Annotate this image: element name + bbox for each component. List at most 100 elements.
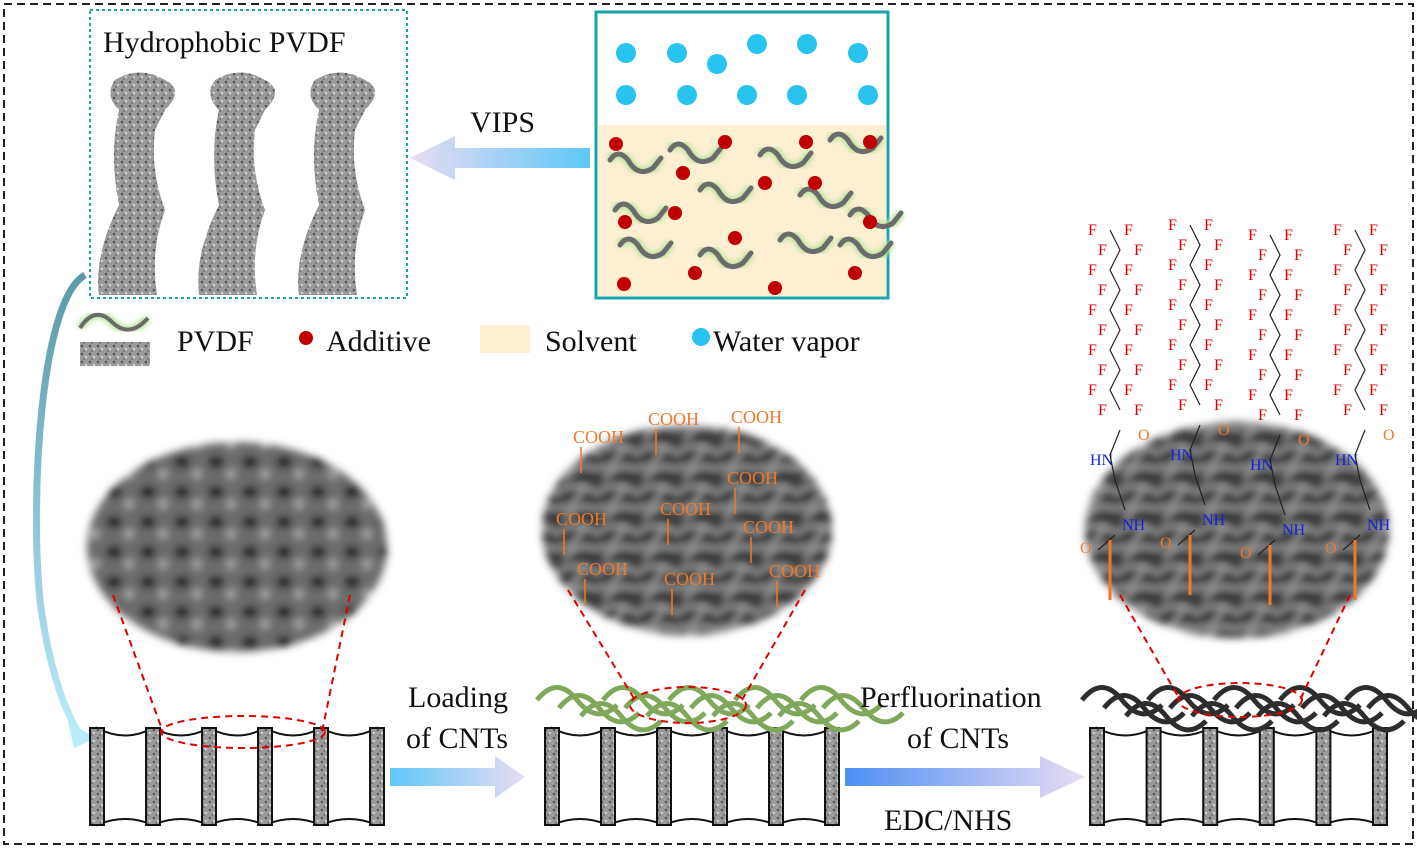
fluorine-label: F [1294, 327, 1303, 344]
membrane-pillar [656, 727, 672, 826]
fluorine-label: F [1369, 222, 1378, 239]
hn-label: HN [1170, 447, 1194, 464]
loading-label-line2: of CNTs [406, 722, 508, 755]
additive-dot [609, 137, 623, 151]
hn-label: HN [1250, 457, 1274, 474]
perfluoro-backbone [1354, 229, 1366, 411]
curved-process-arrow [32, 271, 88, 737]
vips-arrow: VIPS [410, 106, 590, 180]
solvent-swatch [480, 325, 530, 353]
membrane-pillar [1315, 727, 1332, 826]
fluorine-label: F [1333, 382, 1342, 399]
cooh-label: COOH [648, 409, 699, 429]
water-vapor-dot [616, 85, 636, 105]
fluorine-label: F [1258, 407, 1267, 424]
fluorine-label: F [1204, 257, 1213, 274]
pvdf-chain [777, 231, 834, 255]
fluorine-label: F [1098, 402, 1107, 419]
amide-bond [1342, 534, 1361, 551]
nh-label: NH [1367, 517, 1391, 534]
hn-label: HN [1335, 452, 1359, 469]
pvdf-finger-structure [198, 72, 275, 295]
fluorine-label: F [1168, 297, 1177, 314]
membrane-outline [96, 726, 378, 827]
perfluoro-backbone [1269, 234, 1281, 416]
fluorine-label: F [1258, 247, 1267, 264]
fluorine-label: F [1248, 227, 1257, 244]
fluorine-label: F [1134, 282, 1143, 299]
cooh-label: COOH [731, 407, 782, 427]
water-vapor-dot [858, 85, 878, 105]
loading-arrow [390, 756, 525, 798]
fluorine-label: F [1343, 322, 1352, 339]
fluorine-label: F [1204, 337, 1213, 354]
membrane-pillar [1145, 727, 1162, 826]
fluorine-label: F [1168, 257, 1177, 274]
fluorine-label: F [1098, 322, 1107, 339]
cooh-label: COOH [769, 561, 820, 581]
additive-dot [758, 176, 772, 190]
oxygen-label: O [1080, 540, 1092, 557]
pvdf-chain [797, 186, 854, 210]
additive-dot [618, 215, 632, 229]
pvdf-chain [837, 236, 894, 260]
cooh-label: COOH [664, 569, 715, 589]
membrane-pillar [145, 727, 161, 826]
water-vapor-dot-icon [692, 328, 710, 346]
hn-label: HN [1090, 452, 1114, 469]
reagent-label: EDC/NHS [884, 804, 1012, 837]
membrane-pillar [1089, 727, 1105, 826]
fluorine-label: F [1294, 407, 1303, 424]
fluorine-label: F [1134, 362, 1143, 379]
fluorine-label: F [1124, 342, 1133, 359]
fluorine-label: F [1178, 277, 1187, 294]
fluorine-label: F [1248, 307, 1257, 324]
pvdf-chain [667, 141, 724, 165]
amide-bond [1177, 529, 1196, 546]
fluorine-label: F [1284, 227, 1293, 244]
cnt-bundle [1124, 701, 1208, 733]
membrane-pristine [89, 726, 385, 827]
membrane-outline [1096, 726, 1381, 827]
cnt-bundle [711, 701, 795, 733]
cnt-bundle [1256, 701, 1340, 733]
cnt-bundle [1366, 693, 1417, 720]
fluorine-label: F [1168, 217, 1177, 234]
fluorine-label: F [1088, 222, 1097, 239]
fluorine-label: F [1214, 317, 1223, 334]
membrane-pillar [313, 727, 329, 826]
fluorine-label: F [1088, 302, 1097, 319]
zoom-indicators [112, 589, 1351, 749]
curved-arrow-head [68, 722, 96, 748]
oxygen-label: O [1160, 535, 1172, 552]
cooh-label: COOH [743, 517, 794, 537]
hydrophobic-pvdf-panel: Hydrophobic PVDF [89, 9, 408, 299]
water-vapor-dot [787, 85, 807, 105]
fluorine-label: F [1124, 262, 1133, 279]
fluorine-label: F [1134, 402, 1143, 419]
pvdf-chain [612, 201, 669, 225]
perfluorination-label-line1: Perfluorination [860, 681, 1042, 714]
water-vapor-dot [667, 43, 687, 63]
sem-pristine-membrane [87, 442, 387, 652]
fluorine-label: F [1214, 237, 1223, 254]
cooh-label: COOH [577, 559, 628, 579]
fluorine-label: F [1088, 262, 1097, 279]
additive-dot [676, 166, 690, 180]
fluorine-label: F [1134, 242, 1143, 259]
fluorine-label: F [1134, 322, 1143, 339]
water-vapor-dot [677, 85, 697, 105]
fluorine-label: F [1098, 282, 1107, 299]
oxygen-label: O [1298, 432, 1310, 449]
pvdf-chain [697, 181, 754, 205]
fluorine-label: F [1294, 247, 1303, 264]
fluorine-label: F [1204, 377, 1213, 394]
fluorine-label: F [1284, 267, 1293, 284]
fluorine-label: F [1258, 287, 1267, 304]
pvdf-chain [757, 146, 814, 170]
linker-bond [1109, 429, 1126, 511]
fluorine-label: F [1333, 302, 1342, 319]
additive-dot [808, 176, 822, 190]
